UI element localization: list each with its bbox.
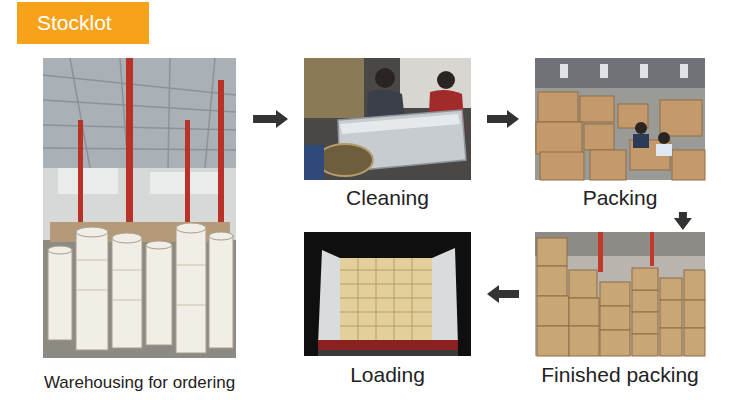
process-step: Loading (304, 232, 471, 387)
title-tab: Stocklot (17, 2, 149, 44)
photo-frame (304, 232, 471, 356)
photo-frame (304, 58, 471, 180)
step-caption: Warehousing for ordering (44, 372, 235, 394)
flow-arrow (674, 212, 692, 230)
step-caption-row: Packing (535, 185, 705, 210)
flow-arrow (487, 110, 519, 128)
cleaning-photo (304, 58, 471, 180)
step-caption: Packing (583, 185, 658, 210)
step-caption: Loading (350, 362, 425, 387)
process-step: Warehousing for ordering (42, 58, 237, 394)
process-step: Packing (535, 58, 705, 210)
photo-frame (535, 232, 705, 356)
packing-photo (535, 58, 705, 180)
warehouse-photo (43, 58, 236, 358)
loading-photo (304, 232, 471, 356)
step-caption-row: Loading (304, 362, 471, 387)
flow-arrow (253, 110, 288, 128)
step-caption-row: Warehousing for ordering (42, 372, 237, 394)
process-step: Cleaning (304, 58, 471, 210)
finished-packing-photo (535, 232, 705, 356)
step-caption: Cleaning (346, 185, 429, 210)
process-step: Finished packing (535, 232, 705, 387)
photo-frame (43, 58, 236, 358)
step-caption-row: Cleaning (304, 185, 471, 210)
step-caption-row: Finished packing (535, 362, 705, 387)
flow-arrow (487, 285, 519, 303)
photo-frame (535, 58, 705, 180)
step-caption: Finished packing (541, 362, 699, 387)
